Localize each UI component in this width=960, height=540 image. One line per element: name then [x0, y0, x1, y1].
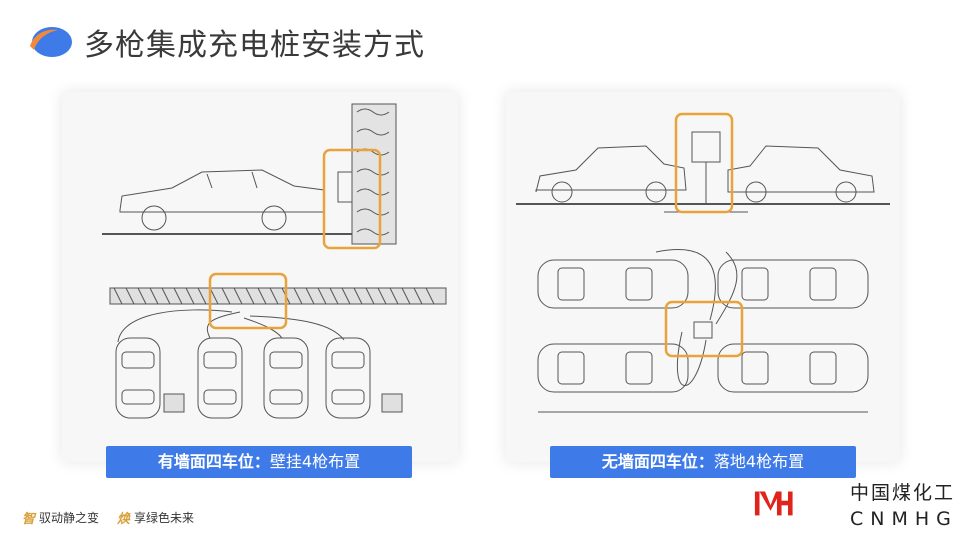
floor-standing-panel [506, 92, 900, 462]
caption-floor-standing: 无墙面四车位：落地4枪布置 [550, 446, 856, 478]
caption-wall-mounted-bold: 有墙面四车位： [157, 452, 270, 471]
slogan-mark-1: 智 [22, 512, 36, 527]
brand-name-en: CNMHG [850, 508, 958, 530]
caption-floor-standing-rest: 落地4枪布置 [713, 452, 805, 471]
caption-floor-standing-bold: 无墙面四车位： [601, 452, 714, 471]
brand-logo-icon [754, 491, 793, 516]
floor-stand-drawing [516, 112, 890, 413]
logo-blob-icon [30, 27, 72, 57]
slogan-text-1: 驭动静之变 [39, 511, 100, 525]
wall-mounted-panel [62, 92, 458, 462]
slogan-text-2: 享绿色未来 [134, 511, 195, 525]
page-title: 多枪集成充电桩安装方式 [84, 28, 425, 63]
slogan-mark-2: 焕 [117, 512, 131, 527]
caption-wall-mounted: 有墙面四车位：壁挂4枪布置 [106, 446, 412, 478]
caption-wall-mounted-rest: 壁挂4枪布置 [269, 452, 361, 471]
wall-mount-drawing [102, 103, 447, 419]
footer-slogan: 智 驭动静之变 焕 享绿色未来 [22, 508, 194, 527]
brand-name-cn: 中国煤化工 [850, 482, 956, 504]
